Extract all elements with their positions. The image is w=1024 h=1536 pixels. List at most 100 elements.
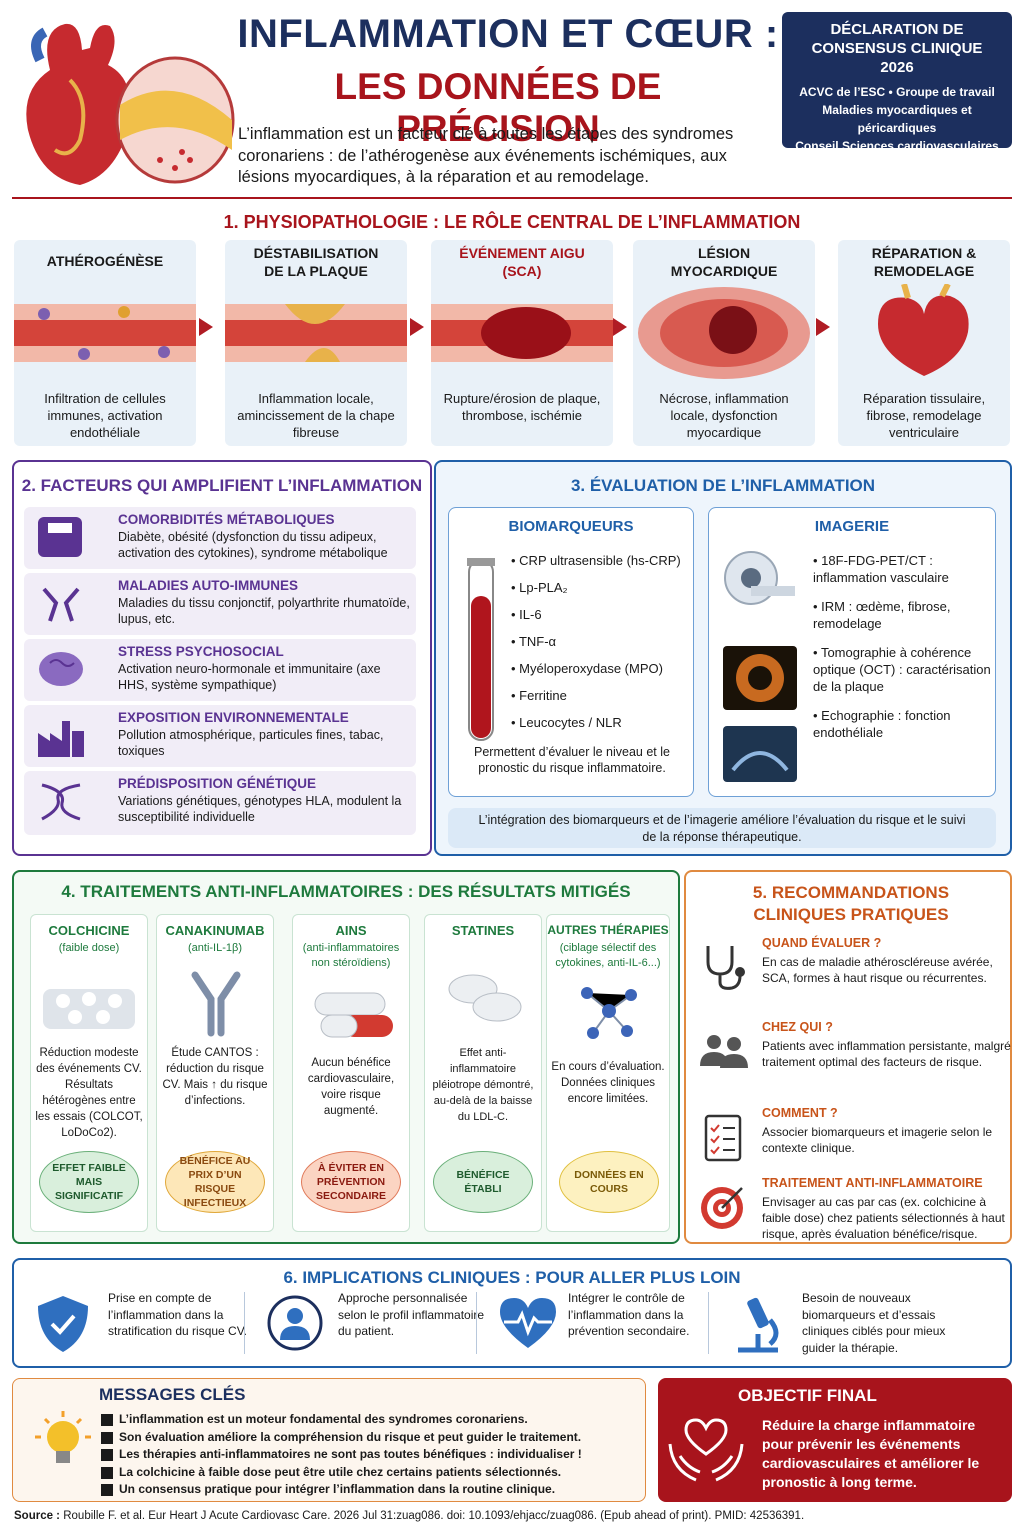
scanner-icon <box>724 551 795 605</box>
factor-item: STRESS PSYCHOSOCIAL Activation neuro-hor… <box>24 639 416 701</box>
stage-title: ATHÉROGÉNÈSE <box>46 253 164 269</box>
treatment-badge: BÉNÉFICE ÉTABLI <box>433 1151 533 1213</box>
antibody-icon <box>191 971 241 1037</box>
lightbulb-icon <box>35 1411 91 1463</box>
artery-atherogenesis-icon <box>14 304 196 362</box>
goal-title: OBJECTIF FINAL <box>738 1386 877 1405</box>
section-1-title: 1. PHYSIOPATHOLOGIE : LE RÔLE CENTRAL DE… <box>223 212 801 232</box>
stethoscope-icon <box>706 946 745 990</box>
source-line: Source : Roubille F. et al. Eur Heart J … <box>14 1510 804 1522</box>
implication-item: Approche personnalisée selon le profil i… <box>266 1290 492 1360</box>
brain-icon <box>39 652 83 686</box>
treatment-col: CANAKINUMAB (anti-IL-1β) Étude CANTOS : … <box>156 914 274 1232</box>
treatment-desc: Étude CANTOS : réduction du risque CV. M… <box>162 1047 268 1107</box>
treatment-col: STATINES Effet anti-inflammatoire pléiot… <box>424 914 542 1232</box>
treatment-name: STATINES <box>451 923 515 938</box>
factor-item: EXPOSITION ENVIRONNEMENTALE Pollution at… <box>24 705 416 767</box>
factor-desc: Variations génétiques, génotypes HLA, mo… <box>118 794 402 824</box>
factor-desc: Diabète, obésité (dysfonction du tissu a… <box>118 530 388 560</box>
stage-title: DÉSTABILISATION DE LA PLAQUE <box>253 245 379 279</box>
divider <box>476 1292 477 1354</box>
shield-icon <box>38 1296 88 1352</box>
factor-desc: Pollution atmosphérique, particules fine… <box>118 728 384 758</box>
treatment-sub: (anti-IL-1β) <box>187 942 242 954</box>
molecule-icon <box>581 987 637 1039</box>
key-message: Un consensus pratique pour intégrer l’in… <box>101 1481 641 1499</box>
person-target-icon <box>267 1295 323 1351</box>
stage-desc: Rupture/érosion de plaque, thrombose, is… <box>443 391 601 423</box>
stage-title: ÉVÉNEMENT AIGU (SCA) <box>459 245 585 279</box>
artery-plaque-icon <box>225 304 407 362</box>
treatment-name: CANAKINUMAB <box>165 923 265 938</box>
imaging-box: IMAGERIE • 18F-FDG-PET/CT : inflammation… <box>708 507 996 797</box>
key-messages-list: L’inflammation est un moteur fondamental… <box>101 1411 641 1499</box>
section-4-title: 4. TRAITEMENTS ANTI-INFLAMMATOIRES : DES… <box>61 882 631 901</box>
treatment-name: AUTRES THÉRAPIES <box>547 923 669 937</box>
factor-title: COMORBIDITÉS MÉTABOLIQUES <box>118 512 335 527</box>
microscope-icon <box>738 1297 779 1353</box>
factor-title: MALADIES AUTO-IMMUNES <box>118 578 298 593</box>
treatment-badge: BÉNÉFICE AU PRIX D’UN RISQUE INFECTIEUX <box>165 1151 265 1213</box>
heart-artery-illustration <box>26 23 235 185</box>
recommendation-title: QUAND ÉVALUER ? <box>762 936 882 950</box>
biomarker-item: CRP ultrasensible (hs-CRP) <box>519 553 681 568</box>
source-text: Roubille F. et al. Eur Heart J Acute Car… <box>63 1510 805 1522</box>
implication-text: Besoin de nouveaux biomarqueurs et d’ess… <box>802 1291 946 1355</box>
biomarker-item: Myéloperoxydase (MPO) <box>519 661 663 676</box>
source-label: Source : <box>14 1510 61 1522</box>
stage-title: RÉPARATION & REMODELAGE <box>871 245 977 279</box>
biomarker-item: Leucocytes / NLR <box>519 715 622 730</box>
page-title: INFLAMMATION ET CŒUR : <box>237 12 779 56</box>
imaging-item: Echographie : fonction endothéliale <box>813 708 951 740</box>
arrow-icon <box>613 318 627 336</box>
intro-text: L’inflammation est un facteur clé à tout… <box>238 125 734 186</box>
tablets-icon <box>448 974 522 1022</box>
biomarker-item: TNF-α <box>518 634 557 649</box>
heart-pulse-icon <box>500 1298 556 1348</box>
factory-icon <box>38 721 84 757</box>
key-message: La colchicine à faible dose peut être ut… <box>101 1464 641 1482</box>
goal-text: Réduire la charge inflammatoire pour pré… <box>762 1417 980 1490</box>
treatment-sub: (faible dose) <box>58 942 120 954</box>
section-5-title: 5. RECOMMANDATIONS CLINIQUES PRATIQUES <box>752 883 950 924</box>
treatment-col: AUTRES THÉRAPIES (ciblage sélectif des c… <box>546 914 670 1232</box>
key-messages-title: MESSAGES CLÉS <box>99 1385 246 1404</box>
capsule-icon <box>314 992 393 1038</box>
treatment-col: COLCHICINE (faible dose) Réduction modes… <box>30 914 148 1232</box>
key-message: Son évaluation améliore la compréhension… <box>101 1429 641 1447</box>
arrow-icon <box>410 318 424 336</box>
implication-item: Besoin de nouveaux biomarqueurs et d’ess… <box>730 1290 990 1360</box>
target-icon <box>701 1187 743 1229</box>
factor-desc: Maladies du tissu conjonctif, polyarthri… <box>118 596 410 626</box>
biomarker-item: Lp-PLA₂ <box>519 580 568 595</box>
stage-title: LÉSION MYOCARDIQUE <box>670 245 778 279</box>
factor-item: COMORBIDITÉS MÉTABOLIQUES Diabète, obési… <box>24 507 416 569</box>
factor-title: PRÉDISPOSITION GÉNÉTIQUE <box>118 776 317 791</box>
heart-icon <box>878 284 969 376</box>
stage-card: ÉVÉNEMENT AIGU (SCA) Rupture/érosion de … <box>431 240 613 446</box>
treatment-name: AINS <box>335 923 367 938</box>
recommendation-desc: Associer biomarqueurs et imagerie selon … <box>762 1125 993 1155</box>
imaging-item: 18F-FDG-PET/CT : inflammation vasculaire <box>813 553 949 585</box>
arrow-icon <box>199 318 213 336</box>
implication-text: Approche personnalisée selon le profil i… <box>338 1291 485 1338</box>
stage-desc: Inflammation locale, amincissement de la… <box>237 391 395 440</box>
scale-icon <box>38 517 82 557</box>
factor-title: EXPOSITION ENVIRONNEMENTALE <box>118 710 349 725</box>
treatment-sub: (ciblage sélectif des cytokines, anti-IL… <box>555 942 661 969</box>
imaging-item: IRM : œdème, fibrose, remodelage <box>813 599 951 631</box>
divider <box>244 1292 245 1354</box>
divider <box>708 1292 709 1354</box>
implication-text: Intégrer le contrôle de l’inflammation d… <box>568 1291 690 1338</box>
imaging-item: Tomographie à cohérence optique (OCT) : … <box>813 645 991 694</box>
stage-desc: Nécrose, inflammation locale, dysfonctio… <box>659 391 789 440</box>
myocardium-lesion-icon <box>638 287 810 379</box>
factor-title: STRESS PSYCHOSOCIAL <box>118 644 284 659</box>
imaging-title: IMAGERIE <box>814 518 890 535</box>
stage-card: DÉSTABILISATION DE LA PLAQUE Inflammatio… <box>225 240 407 446</box>
artery-thrombus-icon <box>431 304 613 362</box>
treatment-desc: Effet anti-inflammatoire pléiotrope démo… <box>432 1047 534 1123</box>
recommendation-title: TRAITEMENT ANTI-INFLAMMATOIRE <box>762 1176 983 1190</box>
recommendation-title: COMMENT ? <box>762 1106 838 1120</box>
checklist-icon <box>704 1114 742 1162</box>
